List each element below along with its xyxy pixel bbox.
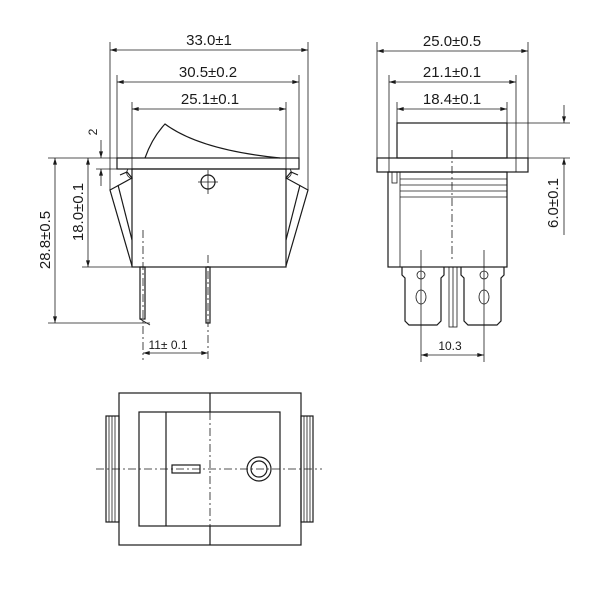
dimension-label: 18.4±0.1: [423, 91, 481, 108]
dimension-rocker-height: 2: [86, 128, 117, 186]
dimension-side-body-width: 18.4±0.1: [396, 91, 508, 111]
left-tab: [105, 415, 120, 523]
dimension-overall-width: 33.0±1: [109, 32, 309, 52]
terminal-left: [401, 267, 445, 326]
left-clip: [109, 171, 133, 267]
pin-left: [139, 266, 146, 320]
dimension-label: 6.0±0.1: [545, 178, 562, 228]
flange: [116, 157, 300, 170]
dimension-body-height: 18.0±0.1: [70, 158, 90, 268]
front-view: 33.0±1 30.5±0.2 25.1±0.1: [37, 32, 309, 360]
right-clip: [285, 171, 309, 267]
dimension-label: 25.0±0.5: [423, 33, 481, 50]
dimension-pin-spacing: 11± 0.1: [143, 338, 208, 355]
dimension-body-width: 25.1±0.1: [132, 91, 287, 111]
side-view: 25.0±0.5 21.1±0.1 18.4±0.1: [376, 33, 570, 362]
dimension-label: 18.0±0.1: [70, 183, 87, 241]
dimension-side-overall-width: 25.0±0.5: [376, 33, 528, 53]
switch-body: [131, 168, 287, 268]
dimension-label: 11± 0.1: [148, 338, 187, 352]
dimension-label: 2: [86, 128, 100, 135]
dimension-label: 28.8±0.5: [37, 211, 54, 269]
dimension-label: 21.1±0.1: [423, 64, 481, 81]
dimension-label: 25.1±0.1: [181, 91, 239, 108]
terminal-right: [460, 267, 505, 326]
dimension-label: 30.5±0.2: [179, 64, 237, 81]
dimension-label: 10.3: [438, 339, 462, 353]
dimension-top-height: 6.0±0.1: [545, 105, 566, 235]
indicator-slot: [171, 464, 201, 474]
right-tab: [300, 415, 314, 523]
bottom-view: [96, 392, 322, 546]
indicator-lamp: [246, 456, 272, 482]
flange: [376, 157, 529, 173]
dimension-flange-width: 30.5±0.2: [116, 64, 300, 84]
rocker-actuator: [144, 123, 281, 159]
switch-body: [387, 171, 508, 268]
dimension-overall-height: 28.8±0.5: [37, 158, 57, 324]
dimension-side-flange-width: 21.1±0.1: [388, 64, 516, 84]
dimension-terminal-spacing: 10.3: [420, 339, 485, 357]
dimension-label: 33.0±1: [186, 32, 232, 49]
